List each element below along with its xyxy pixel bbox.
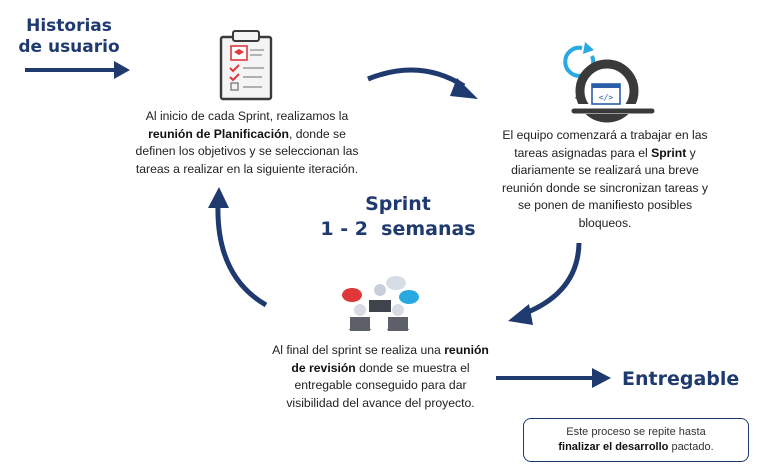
planning-meeting-term: reunión de Planificación [148, 126, 289, 141]
output-arrow [496, 368, 611, 388]
review-description: Al final del sprint se realiza una reuni… [268, 342, 493, 412]
planning-description: Al inicio de cada Sprint, realizamos la … [128, 108, 366, 178]
sprint-label: Sprint 1 - 2 semanas [300, 192, 496, 242]
note-line1: Este proceso se repite hasta [566, 426, 706, 438]
daily-text-post: y diariamente se realizará una breve reu… [502, 145, 708, 230]
cycle-arrow-right [508, 242, 582, 325]
user-stories-line1: Historias [26, 16, 112, 36]
svg-text:</>: </> [599, 93, 614, 102]
daily-description: El equipo comenzará a trabajar en las ta… [495, 127, 715, 232]
note-bold: finalizar el desarrollo [558, 441, 669, 453]
cycle-code-icon: </> [563, 42, 655, 123]
daily-text-pre: El equipo comenzará a trabajar en las ta… [502, 128, 708, 160]
clipboard-checklist-icon [219, 30, 273, 101]
planning-text-post: , donde se definen los objetivos y se se… [135, 126, 359, 176]
input-arrow [25, 61, 130, 79]
cycle-arrow-top [367, 67, 478, 99]
planning-text-pre: Al inicio de cada Sprint, realizamos la [145, 109, 349, 123]
deliverable-label: Entregable [622, 368, 740, 390]
review-text-post: donde se muestra el entregable conseguid… [286, 360, 475, 410]
sprint-duration: 1 - 2 semanas [320, 218, 476, 240]
cycle-arrow-left [208, 187, 268, 308]
review-meeting-term: reunión de revisión [291, 343, 489, 375]
user-stories-line2: de usuario [18, 37, 120, 57]
note-line2: finalizar el desarrollo pactado. [524, 440, 748, 455]
meeting-people-icon [342, 276, 419, 331]
repeat-note-box: Este proceso se repite hasta finalizar e… [523, 418, 749, 462]
review-text-pre: Al final del sprint se realiza una [272, 343, 445, 357]
sprint-title: Sprint [365, 193, 431, 215]
daily-sprint-term: Sprint [651, 145, 687, 160]
user-stories-label: Historias de usuario [14, 16, 124, 58]
note-post: pactado. [668, 441, 714, 453]
